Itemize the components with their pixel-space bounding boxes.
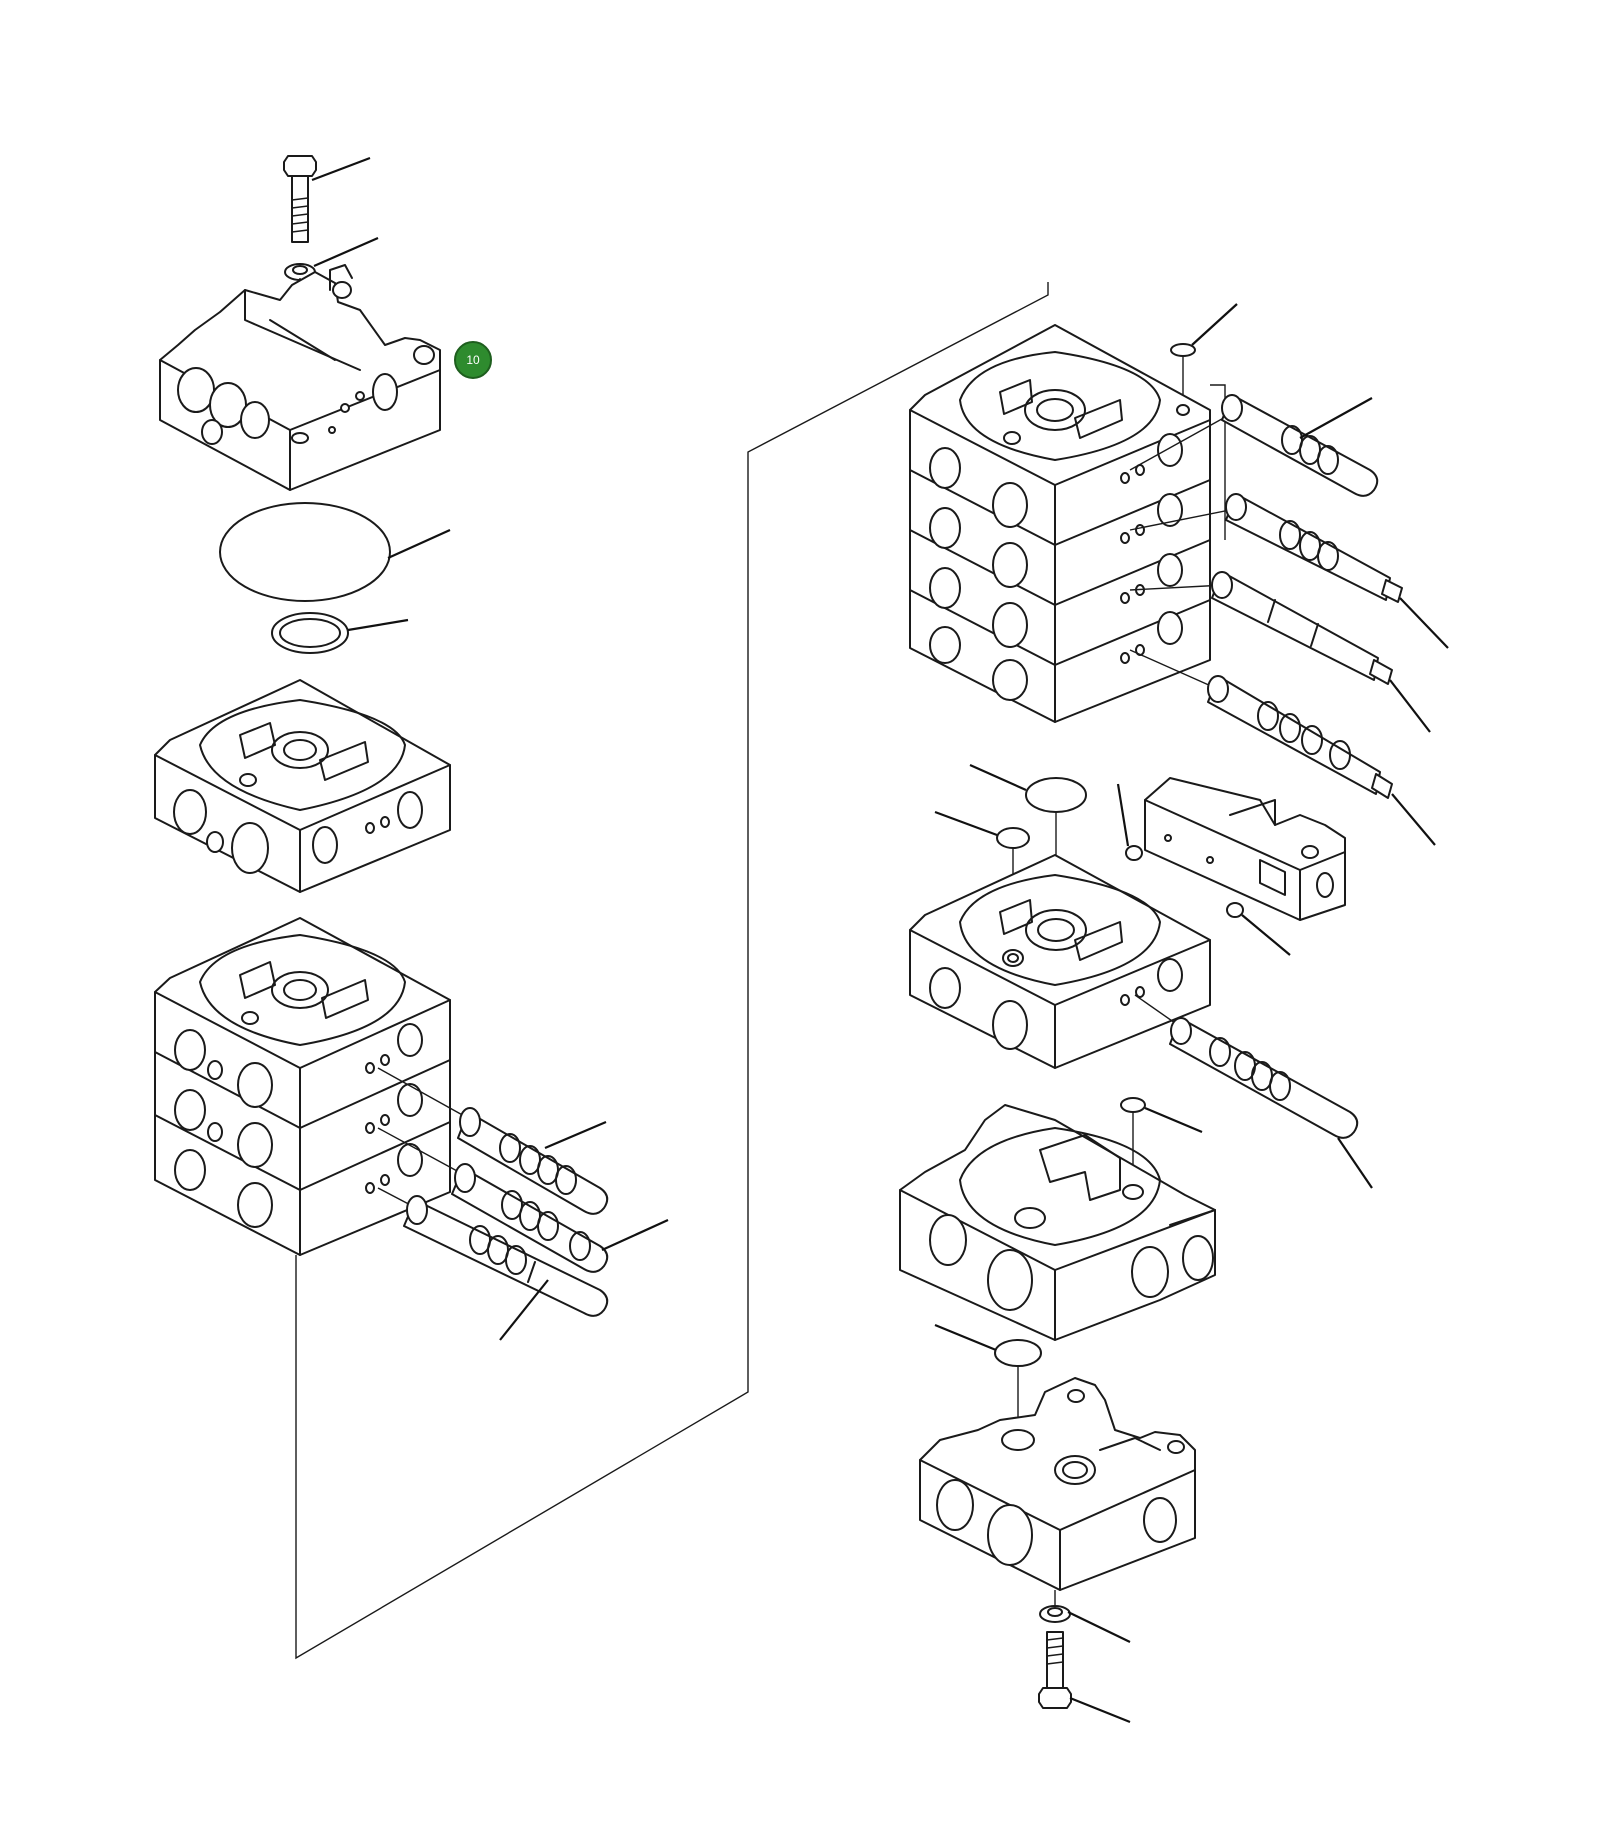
valve-section-single-right[interactable] [909,854,1211,1069]
large-o-ring[interactable] [219,502,391,602]
leader-washer-top [313,236,379,268]
valve-stack-quad-right[interactable] [909,324,1226,723]
leader-spool-left-1 [544,1120,607,1150]
leader-o-ring-small-inlet [1144,1106,1203,1134]
leader-spool-left-2 [601,1218,669,1252]
spool-right-2[interactable] [1129,493,1403,603]
spool-right-1[interactable] [1129,394,1379,497]
leader-o-ring-bottom-cover [934,1323,997,1352]
leader-spool-right-2 [1399,597,1449,649]
leader-o-ring-tiny-left [1116,783,1130,847]
callout-10-label: 10 [466,353,480,367]
leader-spool-right-1 [1299,397,1373,439]
washer-bottom[interactable] [1039,1605,1071,1623]
top-cover-block[interactable] [159,264,441,491]
leader-spool-right-3 [1389,679,1431,733]
callout-10[interactable]: 10 [454,341,492,379]
leader-spool-right-5 [1337,1137,1373,1189]
seal-ring[interactable] [271,612,349,654]
leader-bolt-top [311,156,371,182]
spool-right-4[interactable] [1129,649,1393,799]
leader-large-o-ring [387,528,451,560]
inlet-block[interactable] [899,1104,1216,1341]
leader-o-ring-tiny-right [1241,914,1291,956]
leader-o-ring-small-top [1191,303,1238,346]
o-ring-tiny-right[interactable] [1226,902,1244,918]
leader-spool-right-4 [1391,793,1436,846]
side-valve-block[interactable] [1144,777,1346,921]
bottom-cover-block[interactable] [919,1377,1196,1591]
leader-spool-left-3 [499,1279,549,1341]
spool-right-5[interactable] [1134,994,1359,1139]
o-ring-tiny-left[interactable] [1125,845,1143,861]
spool-left-3[interactable] [377,1187,609,1317]
leader-o-ring-medium-upper [969,763,1027,792]
assembly-frame-lines [295,282,1049,1660]
bolt-top[interactable] [283,155,317,243]
leader-bolt-bottom [1069,1696,1131,1724]
leader-o-ring-medium-lower [934,810,998,837]
spool-right-3[interactable] [1129,571,1393,685]
spool-left-1[interactable] [377,1067,609,1215]
leader-seal-ring [347,618,409,632]
leader-washer-bottom [1067,1611,1131,1643]
bolt-bottom[interactable] [1038,1631,1072,1709]
valve-section-single[interactable] [154,679,451,893]
valve-stack-triple-left[interactable] [154,917,451,1256]
